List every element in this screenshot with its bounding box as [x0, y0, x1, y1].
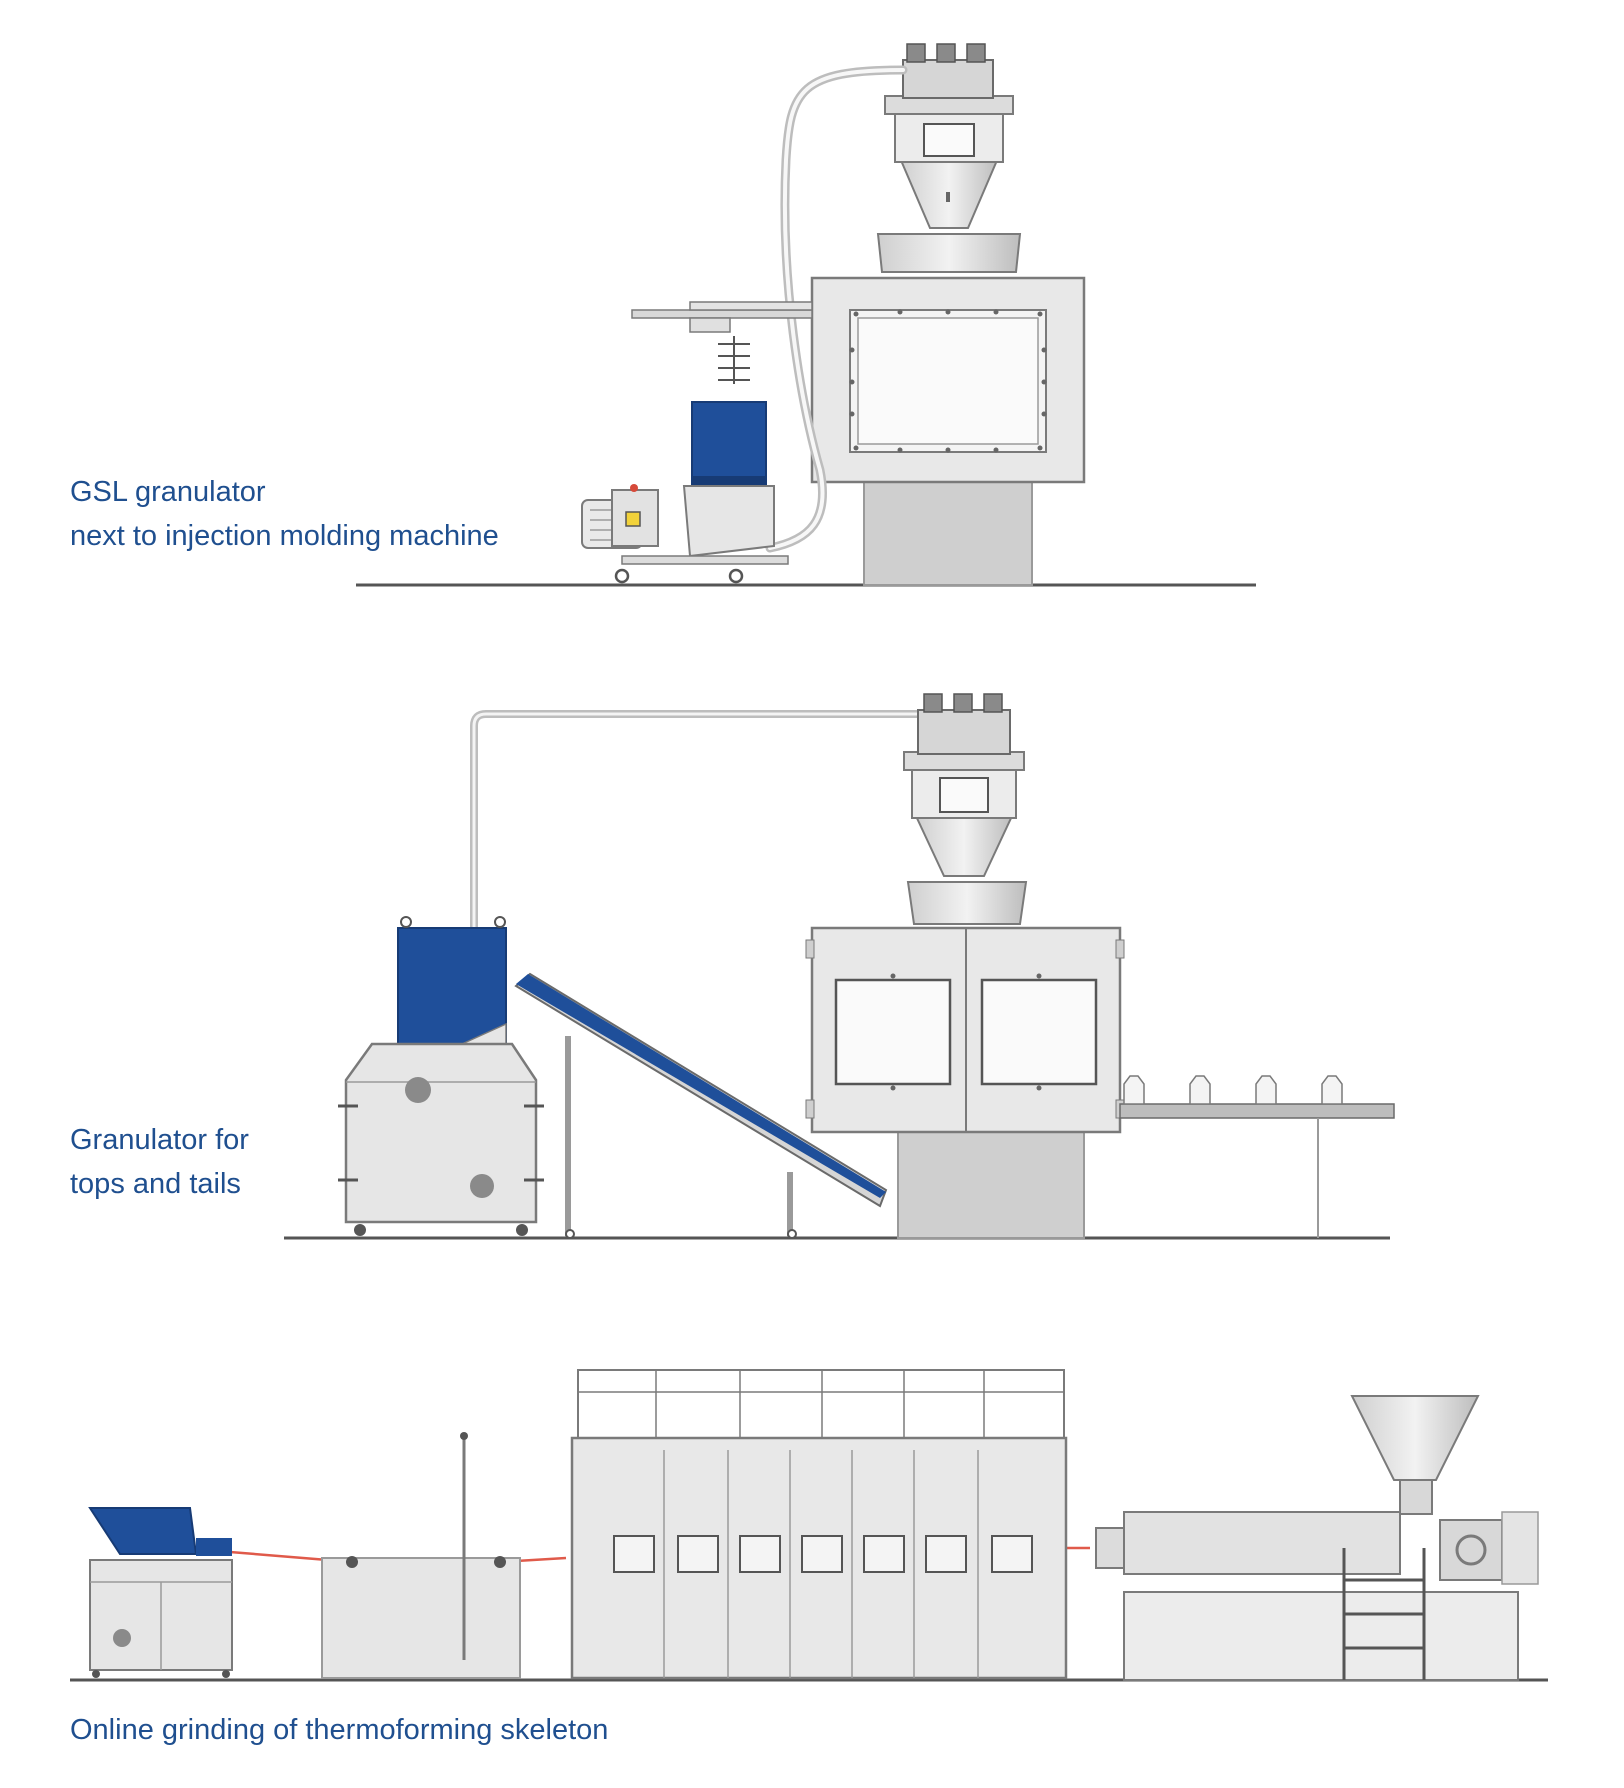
extruder-ladder-3 — [1342, 1548, 1426, 1680]
bath-tank-3 — [321, 1557, 521, 1679]
caption-tops-and-tails: Granulator for tops and tails — [70, 1118, 249, 1206]
imm-base-1 — [863, 481, 1033, 586]
sprue-1 — [718, 336, 750, 384]
extruder-frame-3 — [1123, 1591, 1519, 1681]
scene-online-grinding — [70, 1369, 1548, 1682]
loader-filter-2 — [917, 709, 1011, 755]
caption-gsl-line2: next to injection molding machine — [70, 520, 499, 552]
imm-window-1 — [857, 317, 1039, 445]
granulator-hopper-1 — [691, 401, 767, 487]
scene-gsl-granulator — [356, 43, 1256, 587]
extruder-hopper-3 — [1350, 1395, 1480, 1481]
caption-gsl-line1: GSL granulator — [70, 476, 266, 508]
picker-arm-1 — [631, 309, 813, 319]
thermo-windows-3 — [613, 1535, 1033, 1573]
bottle-conveyor-2 — [1119, 1103, 1395, 1119]
extruder-barrel-3 — [1123, 1511, 1401, 1575]
granulator-cart-1 — [621, 555, 789, 565]
bottles-2 — [1123, 1075, 1343, 1105]
granulator-body-2 — [344, 1042, 538, 1224]
granulator-wheels-1 — [614, 568, 744, 584]
granulator-gearbox-1 — [611, 489, 659, 547]
blow-base-2 — [897, 1131, 1085, 1239]
imm-bolts-1 — [849, 309, 1047, 453]
rollers-3 — [346, 1432, 506, 1568]
loader-indicator-1 — [946, 192, 950, 202]
thermo-rail-3 — [577, 1369, 1065, 1439]
loader-window-2 — [939, 777, 989, 813]
loader-cone-2 — [914, 815, 1014, 877]
blow-window-right-2 — [980, 978, 1098, 1086]
granulator-body-1 — [682, 485, 775, 558]
caption-online-grinding: Online grinding of thermoforming skeleto… — [70, 1708, 608, 1752]
blow-window-left-2 — [834, 978, 952, 1086]
scene-tops-and-tails — [284, 693, 1395, 1240]
granulator-hopper-3 — [88, 1507, 198, 1555]
extruder-drive-3 — [1439, 1519, 1503, 1581]
caption-online-line1: Online grinding of thermoforming skeleto… — [70, 1714, 609, 1746]
granulator-hopper-2 — [397, 927, 507, 1045]
granulator-port-2 — [405, 1077, 431, 1103]
blow-bowl-2 — [906, 881, 1028, 925]
loader-filter-1 — [902, 59, 994, 99]
loader-window-1 — [923, 123, 975, 157]
caption-tops-line1: Granulator for — [70, 1124, 249, 1156]
loader-valves-1 — [906, 43, 986, 63]
conveying-pipe-2 — [470, 710, 934, 928]
imm-bowl-1 — [876, 233, 1022, 273]
granulator-switch-1 — [625, 511, 641, 527]
caption-tops-line2: tops and tails — [70, 1168, 241, 1200]
caption-gsl-granulator: GSL granulator next to injection molding… — [70, 470, 499, 558]
